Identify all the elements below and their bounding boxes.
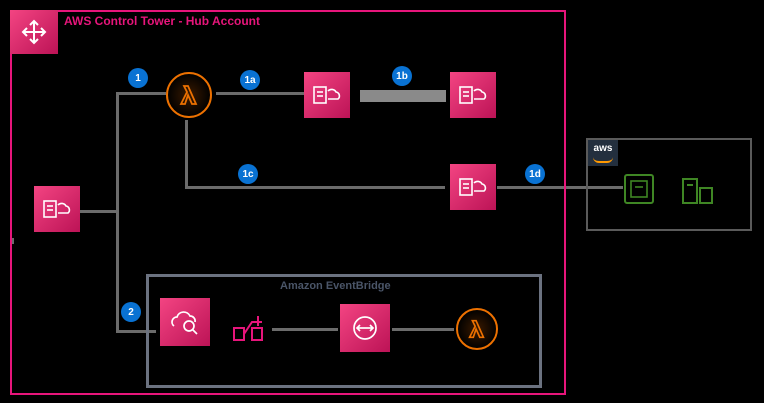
lambda-icon[interactable] [166, 72, 212, 118]
connector-1d [497, 186, 623, 189]
eventbridge-rule-icon[interactable] [232, 312, 266, 344]
resource-icon-2[interactable] [680, 176, 716, 206]
connector-1b [360, 90, 446, 102]
connector-branch-vertical [116, 92, 119, 332]
resource-icon-1[interactable] [624, 174, 654, 204]
aws-smile-mark [593, 157, 613, 163]
cloudwatch-icon[interactable] [160, 298, 210, 346]
lambda-icon-bottom[interactable] [456, 308, 498, 350]
connector-left-tick [10, 238, 14, 244]
connector-1c [185, 186, 445, 189]
connector-1a [216, 92, 304, 95]
step-badge-1: 1 [128, 68, 148, 88]
connector-sqs-to-lambda [392, 328, 454, 331]
step-badge-2: 2 [121, 302, 141, 322]
eventbridge-frame [146, 274, 542, 388]
connector-to-lambda [116, 92, 166, 95]
step-badge-1a: 1a [240, 70, 260, 90]
connector-rule-to-sqs [272, 328, 338, 331]
cloudformation-icon[interactable] [34, 186, 80, 232]
step-badge-1c: 1c [238, 164, 258, 184]
control-tower-icon [10, 10, 58, 54]
step-badge-1b: 1b [392, 66, 412, 86]
control-tower-hub-frame [10, 10, 566, 395]
cloudformation-icon-1a[interactable] [304, 72, 350, 118]
connector-lambda-down [185, 120, 188, 188]
eventbridge-frame-title: Amazon EventBridge [280, 280, 391, 292]
sqs-icon[interactable] [340, 304, 390, 352]
cloudformation-icon-1d[interactable] [450, 164, 496, 210]
connector-main-to-branch [80, 210, 118, 213]
aws-account-frame [586, 138, 752, 231]
cloudformation-icon-1b[interactable] [450, 72, 496, 118]
step-badge-1d: 1d [525, 164, 545, 184]
aws-logo-text: aws [593, 143, 613, 154]
control-tower-frame-title: AWS Control Tower - Hub Account [64, 14, 260, 28]
connector-to-cloudwatch [116, 330, 156, 333]
